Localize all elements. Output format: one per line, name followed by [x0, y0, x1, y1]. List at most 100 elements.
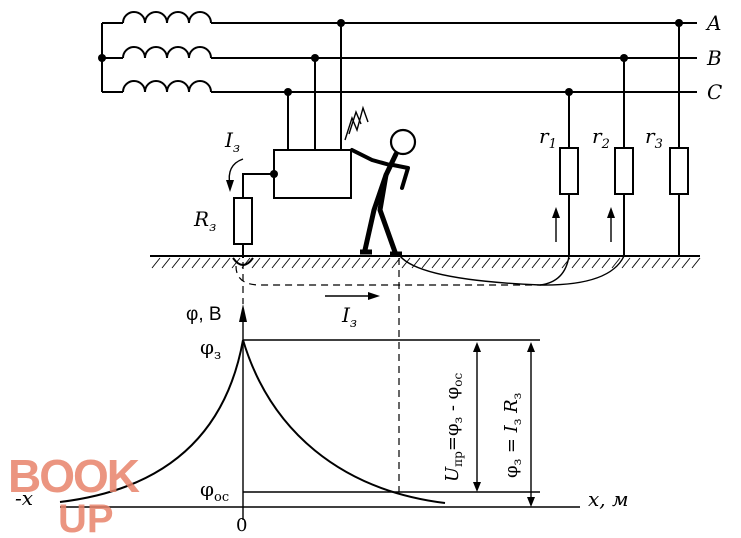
grounding-circuit: Rз Iз: [193, 128, 278, 266]
hatch-stroke: [541, 257, 551, 269]
hatch-stroke: [471, 257, 481, 269]
y-axis-arrow-icon: [239, 304, 247, 322]
spark-icon-2: [348, 109, 362, 135]
phi-equation: φз = Iз Rз: [501, 393, 524, 478]
watermark-text-bottom: UP: [58, 497, 114, 538]
hatch-stroke: [291, 257, 301, 269]
ground-current-path-r2: [539, 255, 625, 286]
neg-x-label: -x: [15, 486, 33, 510]
hatch-stroke: [601, 257, 611, 269]
hatch-stroke: [421, 257, 431, 269]
label-Iz-top: Iз: [224, 128, 240, 156]
label-r1: r1: [539, 124, 557, 152]
hatch-stroke: [501, 257, 511, 269]
hatch-stroke: [441, 257, 451, 269]
box-to-ground-resistor: [242, 173, 274, 198]
hatch-stroke: [261, 257, 271, 269]
ground-hatching: [151, 257, 701, 269]
person-front-leg: [377, 172, 398, 255]
label-phi-os: φос: [200, 477, 229, 505]
hatch-stroke: [181, 257, 191, 269]
neutral-node: [98, 54, 106, 62]
hatch-stroke: [231, 257, 241, 269]
phi-z-arrow-top: [527, 342, 535, 352]
label-r3: r3: [645, 124, 663, 152]
label-Rz: Rз: [193, 207, 216, 235]
hatch-stroke: [491, 257, 501, 269]
r2-node: [620, 54, 628, 62]
hatch-stroke: [271, 257, 281, 269]
u-pr-formula: Uпр=φз - φос: [442, 373, 465, 482]
hatch-stroke: [671, 257, 681, 269]
current-arrow-top-head: [226, 180, 234, 192]
u-pr-arrow-bottom: [473, 482, 481, 492]
hatch-stroke: [681, 257, 691, 269]
hatch-stroke: [481, 257, 491, 269]
person-right-arm: [391, 163, 410, 190]
watermark-logo: BOOK UP: [8, 450, 142, 538]
hatch-stroke: [411, 257, 421, 269]
label-Iz-ground: Iз: [341, 303, 357, 331]
ground-surface: Iз: [150, 255, 701, 331]
potential-graph: φ, В φз φос x, м -x 0 Uпр=φз - φос φз = …: [15, 258, 629, 536]
label-r2: r2: [592, 124, 610, 152]
r1-node: [565, 88, 573, 96]
hatch-stroke: [371, 257, 381, 269]
label-phi-z: φз: [200, 335, 221, 363]
equipment: [273, 19, 369, 199]
hatch-stroke: [401, 257, 411, 269]
x-axis-label: x, м: [588, 487, 629, 511]
ground-current-path-left: [235, 265, 540, 286]
phi-z-arrow-bottom: [527, 497, 535, 507]
hatch-stroke: [151, 257, 161, 269]
equipment-box: [273, 149, 352, 199]
hatch-stroke: [621, 257, 631, 269]
hatch-stroke: [331, 257, 341, 269]
hatch-stroke: [571, 257, 581, 269]
hatch-stroke: [511, 257, 521, 269]
resistor-r2: [614, 147, 634, 195]
ground-current-arrow-head: [368, 292, 380, 300]
origin-label: 0: [236, 515, 247, 536]
hatch-stroke: [521, 257, 531, 269]
node-c-box: [284, 88, 292, 96]
potential-curve-left: [59, 339, 244, 503]
winding-b-icon: [122, 46, 212, 59]
arrow-up-r1-head: [552, 207, 560, 218]
node-a-box: [337, 19, 345, 27]
hatch-stroke: [201, 257, 211, 269]
hatch-stroke: [531, 257, 541, 269]
hatch-stroke: [171, 257, 181, 269]
phase-label-b: B: [706, 46, 722, 70]
hatch-stroke: [301, 257, 311, 269]
resistor-r1: [559, 147, 579, 195]
node-b-box: [311, 54, 319, 62]
hatch-stroke: [581, 257, 591, 269]
potential-curve-right: [242, 339, 446, 504]
phase-label-c: C: [707, 80, 722, 104]
transformer-windings: [98, 11, 212, 93]
hatch-stroke: [211, 257, 221, 269]
hatch-stroke: [361, 257, 371, 269]
hatch-stroke: [321, 257, 331, 269]
hatch-stroke: [641, 257, 651, 269]
watermark-text-top: BOOK: [8, 450, 140, 502]
hatch-stroke: [221, 257, 231, 269]
winding-a-icon: [122, 11, 212, 24]
hatch-stroke: [631, 257, 641, 269]
hatch-stroke: [431, 257, 441, 269]
hatch-stroke: [551, 257, 561, 269]
winding-c-icon: [122, 80, 212, 93]
person-head: [389, 128, 417, 156]
hatch-stroke: [251, 257, 261, 269]
hatch-stroke: [611, 257, 621, 269]
spark-icon: [344, 105, 369, 141]
insulation-resistances: r1 r2 r3: [539, 19, 689, 256]
hatch-stroke: [461, 257, 471, 269]
hatch-stroke: [451, 257, 461, 269]
hatch-stroke: [591, 257, 601, 269]
hatch-stroke: [351, 257, 361, 269]
person-left-arm: [350, 148, 392, 167]
